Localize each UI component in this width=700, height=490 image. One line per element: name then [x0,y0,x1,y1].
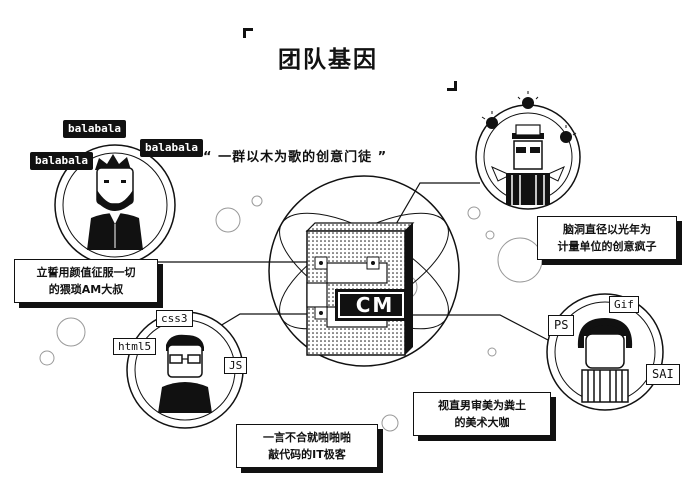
member-uncle-portrait [54,144,176,266]
page-title: 团队基因 [278,47,378,73]
slogan: “ 一群以木为歌的创意门徒 ” [203,150,388,165]
caption-line: 立誓用颜值征服一切 [36,266,136,279]
member-uncle-caption: 立誓用颜值征服一切 的猥琐AM大叔 [14,259,158,303]
speech-bubble: balabala [30,152,93,170]
uncle-avatar [87,154,143,250]
member-creative-caption: 脑洞直径以光年为 计量单位的创意疯子 [537,216,677,260]
skill-tag: PS [548,315,575,336]
skill-tag: css3 [156,310,193,327]
caption-line: 的美术大咖 [454,416,510,429]
caption-line: 脑洞直径以光年为 [563,223,651,236]
member-it-caption: 一言不合就啪啪啪 敲代码的IT极客 [236,424,378,468]
caption-line: 计量单位的创意疯子 [557,240,657,253]
member-creative-portrait [475,91,581,210]
skill-tag: SAI [646,364,680,385]
caption-line: 的猥琐AM大叔 [48,283,124,296]
speech-bubble: balabala [63,120,126,138]
it-avatar [158,334,212,413]
caption-line: 敲代码的IT极客 [268,448,346,461]
cm-logo [305,222,415,356]
member-designer-caption: 视直男审美为粪土 的美术大咖 [413,392,551,436]
speech-bubble: balabala [140,139,203,157]
creative-avatar [491,124,565,205]
logo-text: CM [355,293,395,317]
caption-line: 一言不合就啪啪啪 [263,431,351,444]
skill-tag: html5 [113,338,157,355]
skill-tag: JS [224,357,248,374]
skill-tag: Gif [609,296,639,313]
caption-line: 视直男审美为粪土 [438,399,526,412]
member-designer-portrait [546,293,664,411]
title-bracket-left [243,28,253,38]
title-bracket-right [447,81,457,91]
designer-avatar [577,318,633,403]
lightbulb-icon [481,91,577,143]
